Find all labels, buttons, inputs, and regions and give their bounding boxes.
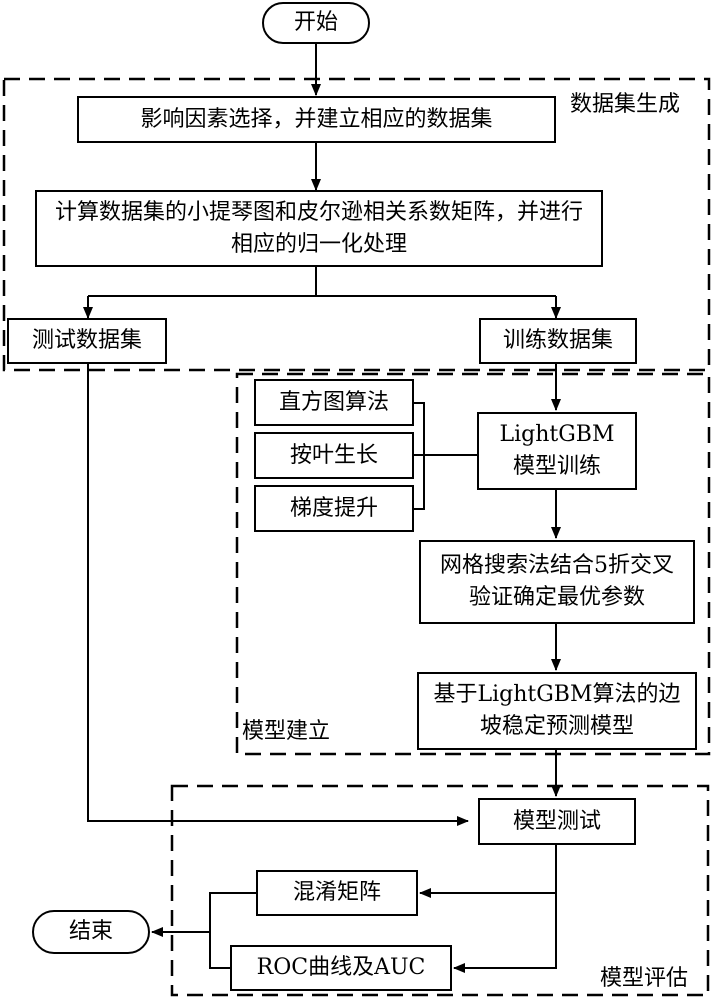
- region-dataset-generation-frame: [2, 77, 711, 372]
- histogram-box[interactable]: 直方图算法: [254, 379, 414, 426]
- region-model-building-frame: [235, 372, 711, 756]
- compute-box[interactable]: 计算数据集的小提琴图和皮尔逊相关系数矩阵，并进行相应的归一化处理: [35, 190, 603, 267]
- model-test-box[interactable]: 模型测试: [478, 798, 636, 845]
- region-dataset-generation-label: 数据集生成: [570, 92, 681, 117]
- region-model-building-label: 模型建立: [242, 719, 331, 744]
- region-model-evaluation-label: 模型评估: [600, 966, 689, 991]
- bracket-gradient: [414, 455, 425, 510]
- bracket-histogram: [414, 402, 425, 455]
- arrow-testset-to-modeltest: [87, 364, 469, 826]
- slope-model-box[interactable]: 基于LightGBM算法的边坡稳定预测模型: [417, 672, 697, 750]
- select-factors-box[interactable]: 影响因素选择，并建立相应的数据集: [77, 96, 556, 143]
- arrow-modeltest-to-confusion: [419, 845, 557, 898]
- arrow-modeltest-to-roc: [453, 893, 557, 973]
- end-terminal[interactable]: 结束: [32, 910, 150, 954]
- train-set-box[interactable]: 训练数据集: [479, 318, 637, 364]
- grid-search-box[interactable]: 网格搜索法结合5折交叉验证确定最优参数: [419, 540, 695, 624]
- lgbm-train-box[interactable]: LightGBM模型训练: [477, 412, 637, 490]
- start-terminal[interactable]: 开始: [262, 2, 370, 44]
- leafwise-box[interactable]: 按叶生长: [254, 432, 414, 479]
- test-set-box[interactable]: 测试数据集: [7, 318, 167, 364]
- gradient-box[interactable]: 梯度提升: [254, 485, 414, 532]
- roc-auc-box[interactable]: ROC曲线及AUC: [230, 945, 452, 991]
- region-model-evaluation-frame: [170, 784, 710, 997]
- confusion-matrix-box[interactable]: 混淆矩阵: [256, 870, 418, 916]
